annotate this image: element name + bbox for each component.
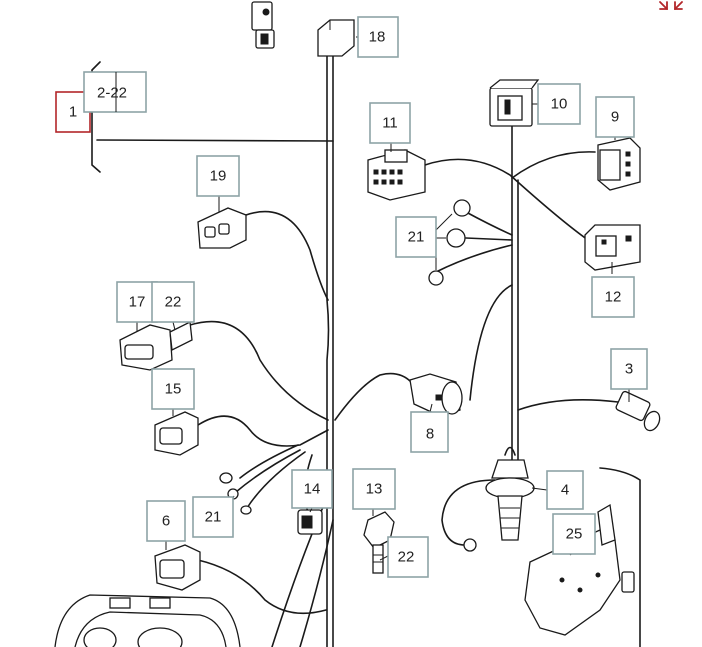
callout-22-lower[interactable]: 22	[387, 536, 429, 578]
callout-11[interactable]: 11	[369, 102, 411, 144]
callout-12[interactable]: 12	[591, 276, 635, 318]
callouts: 1 2-22 18 11 10 9 12 21	[55, 16, 648, 578]
callout-3[interactable]: 3	[610, 348, 648, 390]
callout-17[interactable]: 17	[116, 281, 158, 323]
connector-19	[197, 207, 247, 249]
sensor-3	[615, 390, 661, 432]
callout-2-22[interactable]: 2-22	[83, 71, 147, 113]
component-13	[363, 511, 395, 574]
connector-11-pins	[373, 169, 403, 185]
callout-8[interactable]: 8	[410, 411, 449, 453]
callout-14[interactable]: 14	[291, 469, 333, 509]
connector-14	[297, 509, 323, 535]
callout-9[interactable]: 9	[595, 96, 635, 138]
connector-6	[154, 544, 201, 591]
bulbs-21-upper	[428, 199, 471, 286]
connector-9	[597, 137, 641, 191]
callout-6[interactable]: 6	[146, 500, 186, 542]
callout-19[interactable]: 19	[196, 155, 240, 197]
callout-10[interactable]: 10	[537, 83, 581, 125]
connector-8	[409, 373, 463, 417]
connector-12	[584, 224, 641, 271]
connector-17	[119, 321, 193, 371]
callout-4[interactable]: 4	[546, 470, 584, 510]
callout-13[interactable]: 13	[352, 468, 396, 510]
connector-10	[489, 79, 540, 127]
callout-22-upper[interactable]: 22	[151, 281, 195, 323]
callout-21-upper[interactable]: 21	[395, 216, 437, 258]
bracket-25	[524, 503, 635, 636]
components	[54, 1, 661, 647]
callout-15[interactable]: 15	[151, 368, 195, 410]
callout-25[interactable]: 25	[552, 513, 596, 555]
connector-15	[154, 411, 199, 456]
grommet-4	[463, 446, 535, 552]
callout-18[interactable]: 18	[357, 16, 399, 58]
connector-11	[367, 149, 426, 201]
callout-21-lower[interactable]: 21	[192, 496, 234, 538]
connector-18	[317, 19, 355, 57]
headlamp-body	[54, 594, 241, 647]
top-plug	[251, 1, 275, 49]
expand-arrows-icon[interactable]	[658, 0, 684, 14]
